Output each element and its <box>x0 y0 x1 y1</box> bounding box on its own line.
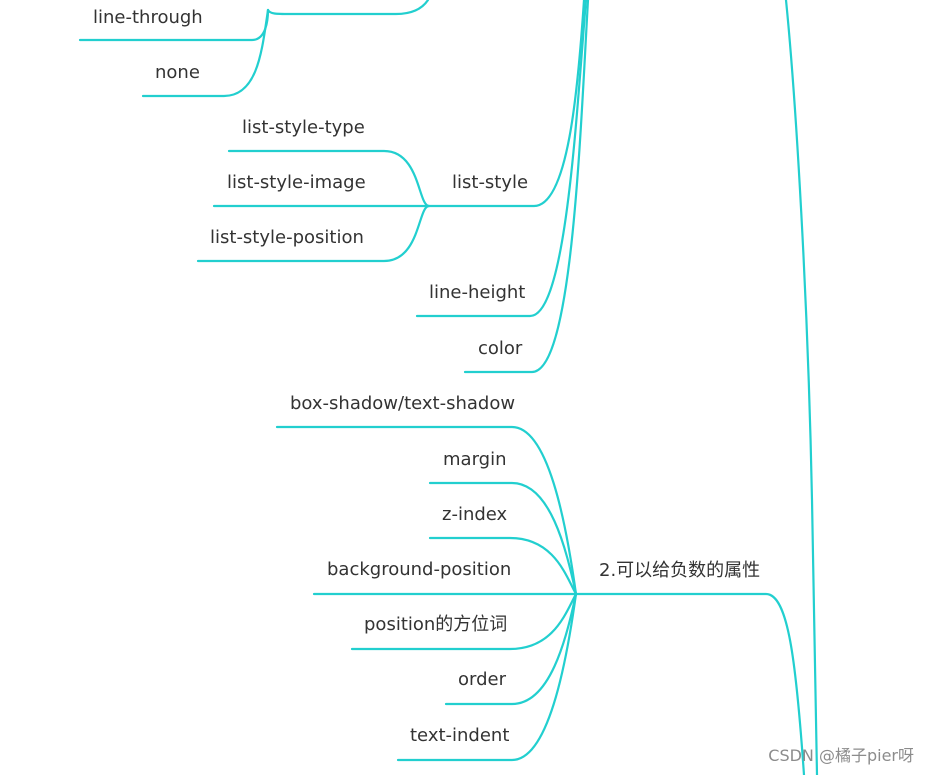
node-line-through[interactable]: line-through <box>93 7 203 28</box>
edge-color <box>463 0 590 374</box>
edge-z-index <box>428 536 578 596</box>
edge-none <box>141 8 270 98</box>
node-list-style-image[interactable]: list-style-image <box>227 172 366 193</box>
edge-line-height <box>415 0 588 318</box>
node-margin[interactable]: margin <box>443 449 507 470</box>
node-list-style[interactable]: list-style <box>452 172 529 193</box>
edge-margin <box>428 481 578 596</box>
edge-box-shadow <box>275 425 578 596</box>
edge-list-style-position <box>196 204 431 263</box>
edge-trunk-top <box>784 0 819 775</box>
edge-list-style-type <box>227 149 431 208</box>
edge-negative-values <box>574 592 806 775</box>
node-color[interactable]: color <box>478 338 523 359</box>
node-order[interactable]: order <box>458 669 506 690</box>
node-background-position[interactable]: background-position <box>327 559 512 580</box>
edge-text-decoration <box>266 0 430 16</box>
node-negative-values[interactable]: 2.可以给负数的属性 <box>599 560 761 581</box>
node-position-direction-words[interactable]: position的方位词 <box>364 614 508 635</box>
edge-text-indent <box>396 592 578 762</box>
node-text-indent[interactable]: text-indent <box>410 725 510 746</box>
node-list-style-type[interactable]: list-style-type <box>242 117 365 138</box>
watermark: CSDN @橘子pier呀 <box>768 746 914 765</box>
node-none[interactable]: none <box>155 62 200 83</box>
node-line-height[interactable]: line-height <box>429 282 526 303</box>
node-z-index[interactable]: z-index <box>442 504 508 525</box>
edge-position-direction <box>350 592 578 651</box>
edge-list-style <box>427 0 586 208</box>
node-list-style-position[interactable]: list-style-position <box>210 227 364 248</box>
node-box-shadow-text-shadow[interactable]: box-shadow/text-shadow <box>290 393 516 414</box>
edge-order <box>444 592 578 706</box>
